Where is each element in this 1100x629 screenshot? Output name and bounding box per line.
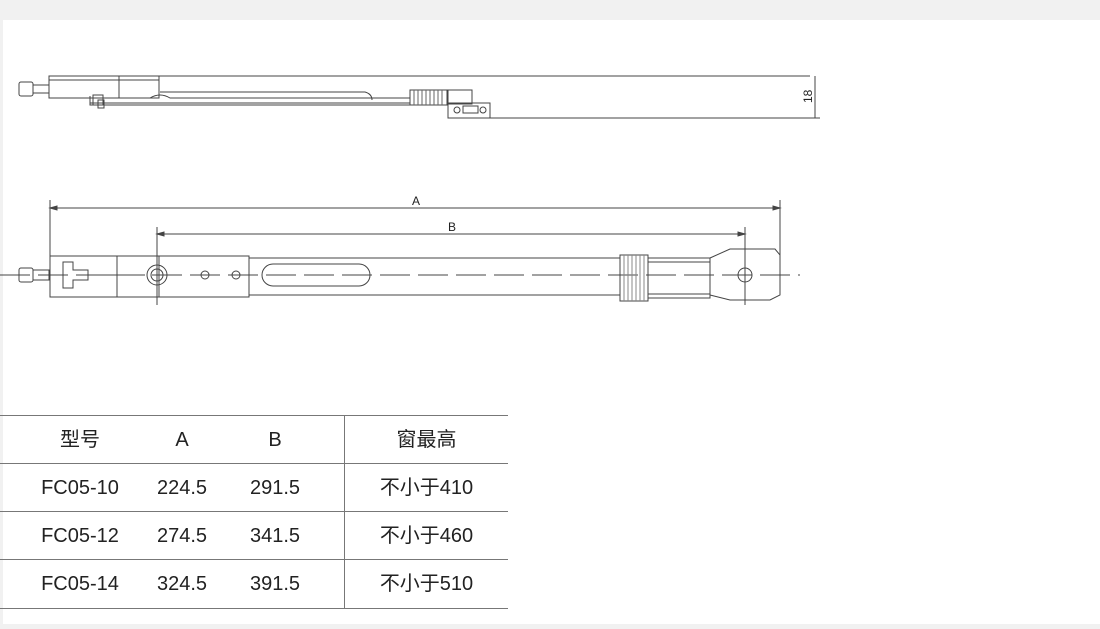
table-divider: [344, 415, 346, 608]
drawing-sheet: [3, 20, 1100, 624]
header-model: 型号: [60, 429, 100, 451]
dimension-a: [48, 200, 782, 258]
cell-a: 224.5: [156, 477, 208, 499]
dimension-b: [155, 227, 747, 305]
header-window-max-height: 窗最高: [396, 429, 457, 451]
cell-a: 274.5: [156, 525, 208, 547]
dim-a-label: A: [412, 194, 420, 208]
cell-window-height: 不小于460: [379, 525, 474, 547]
cell-model: FC05-10: [41, 477, 119, 499]
table-row: FC05-14 324.5 391.5 不小于510: [0, 559, 508, 608]
table-row: FC05-12 274.5 341.5 不小于460: [0, 511, 508, 560]
cell-model: FC05-12: [41, 525, 119, 547]
plan-view: [0, 248, 800, 302]
cell-window-height: 不小于510: [379, 573, 474, 595]
height-dimension: [490, 76, 820, 119]
cell-window-height: 不小于410: [379, 477, 474, 499]
cell-b: 391.5: [249, 573, 301, 595]
header-a: A: [175, 429, 189, 451]
cell-a: 324.5: [156, 573, 208, 595]
dim-b-label: B: [448, 220, 456, 234]
side-view: [18, 75, 810, 119]
cell-b: 291.5: [249, 477, 301, 499]
table-row: FC05-10 224.5 291.5 不小于410: [0, 463, 508, 512]
table-header-row: 型号 A B 窗最高: [0, 415, 508, 464]
header-b: B: [268, 429, 282, 451]
table-bottom-border: [0, 608, 508, 609]
dim-height-label: 18: [801, 89, 815, 103]
cell-model: FC05-14: [41, 573, 119, 595]
cell-b: 341.5: [249, 525, 301, 547]
